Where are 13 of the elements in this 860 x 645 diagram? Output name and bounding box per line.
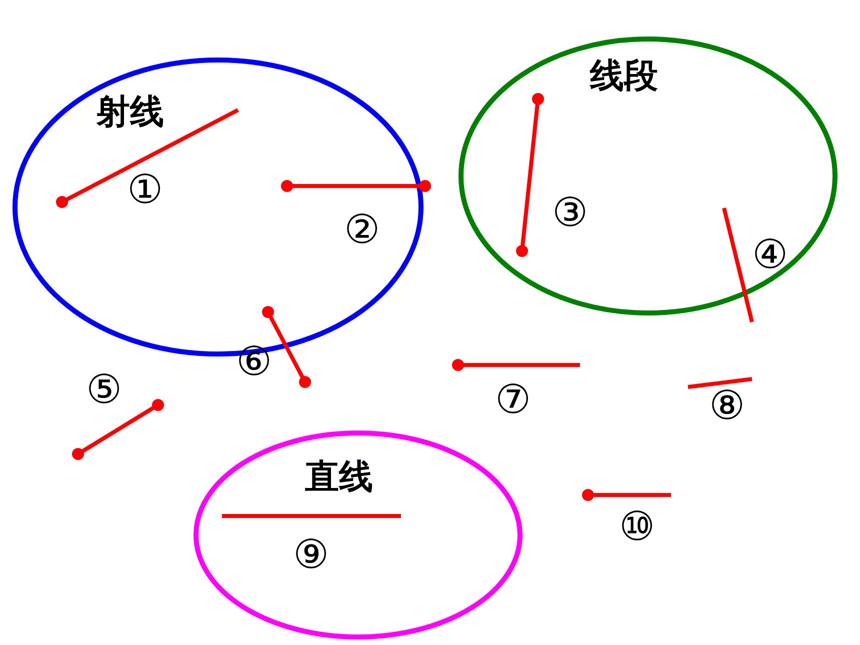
figure-number: ② (344, 208, 380, 252)
figure-number: ⑦ (495, 378, 531, 422)
figure-number: ⑨ (293, 533, 329, 577)
figure-number: ③ (552, 191, 588, 235)
figure-number: ⑥ (236, 340, 272, 384)
figure-number: ① (127, 168, 163, 212)
figure-number: ⑤ (86, 368, 122, 412)
figure-number: ④ (752, 233, 788, 277)
category-title: 射线 (96, 93, 164, 131)
figure-number: ⑧ (709, 384, 745, 428)
category-title: 直线 (305, 458, 373, 496)
category-title: 线段 (590, 57, 658, 95)
figure-number: ⑩ (619, 505, 655, 549)
